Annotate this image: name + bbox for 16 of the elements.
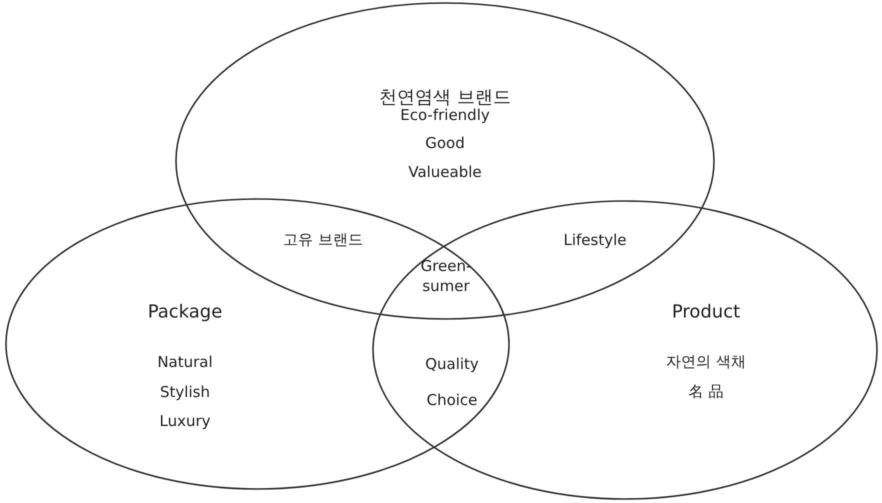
circle-item: Stylish [160,383,210,401]
circle-title: Product [672,302,740,322]
overlap-label: 고유 브랜드 [283,230,363,250]
overlap-label: Green- sumer [420,256,472,296]
circle-item: Good [425,134,465,152]
circle-item: Valueable [408,163,482,181]
circle-title: 천연염색 브랜드 [379,86,511,108]
circle-title: Package [148,302,222,322]
overlap-label: Choice [426,391,478,409]
circle-item: 名 品 [688,382,724,402]
overlap-label: Lifestyle [564,231,626,249]
circle-item: Natural [157,353,213,371]
overlap-label: Quality [425,355,479,373]
circle-item: 자연의 색채 [666,352,746,372]
circle-item: Luxury [159,412,211,430]
circle-item: Eco-friendly [400,106,490,124]
